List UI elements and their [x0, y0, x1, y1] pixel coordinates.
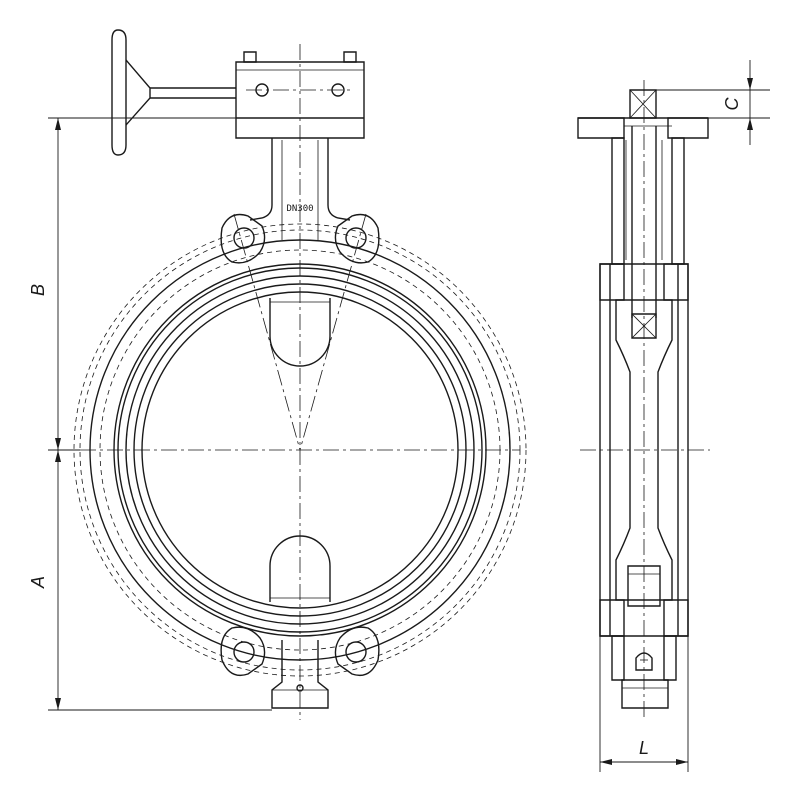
dimension-b-label: B — [28, 284, 48, 296]
side-view — [578, 80, 710, 720]
dimension-a-label: A — [28, 576, 48, 589]
dimension-lines — [48, 118, 272, 710]
dimension-l-label: L — [639, 738, 649, 758]
side-dimension-lines — [600, 60, 770, 772]
front-view: DN300 — [74, 30, 526, 720]
center-lines — [80, 44, 520, 720]
dimension-c-label: C — [722, 97, 742, 111]
handle-lever — [112, 30, 236, 155]
bottom-lugs — [221, 627, 379, 675]
